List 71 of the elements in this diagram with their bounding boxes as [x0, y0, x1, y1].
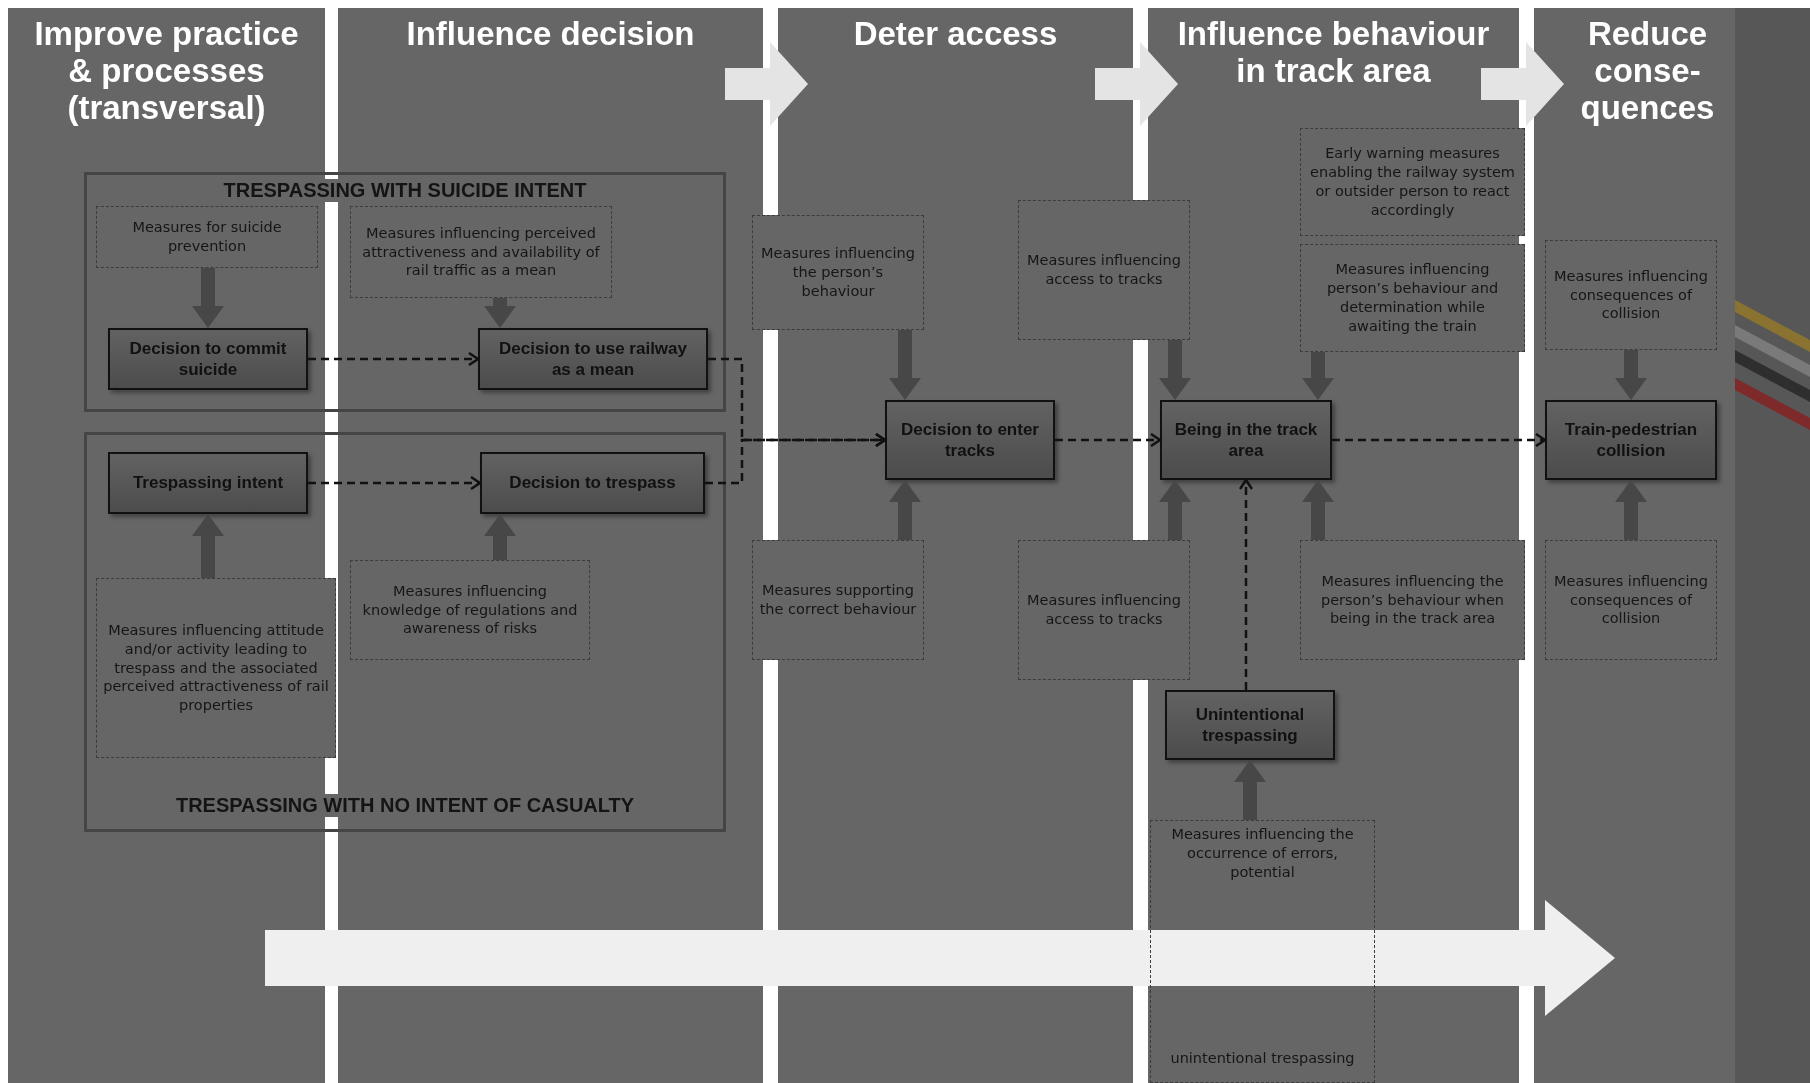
box-text: Measures for suicide prevention	[131, 218, 283, 256]
measure-box	[96, 206, 318, 268]
block-arrow	[1615, 480, 1647, 540]
dashed-arrow	[1055, 432, 1162, 448]
block-arrow	[889, 330, 921, 400]
column-heading: Reduce conse- quences	[1579, 16, 1716, 127]
measure-box	[96, 578, 336, 758]
process-box	[108, 452, 308, 514]
box-text: unintentional trespassing	[1170, 1049, 1355, 1068]
measure-box	[1150, 820, 1375, 1083]
process-box	[108, 328, 308, 390]
measure-box	[752, 215, 924, 330]
box-text: Measures influencing person’s behaviour and determination while awaiting the train	[1325, 260, 1500, 336]
dashed-arrow	[308, 475, 482, 491]
column-heading: Deter access	[852, 16, 1059, 53]
column-heading: Influence decision	[405, 16, 696, 53]
box-text: Train-pedestrian collision	[1563, 418, 1699, 462]
block-arrow	[889, 480, 921, 540]
dashed-arrow	[705, 432, 887, 485]
block-arrow	[192, 268, 224, 328]
measure-box	[1545, 540, 1717, 660]
box-text: Measures influencing the person’s behaviour	[760, 244, 916, 301]
box-text: Being in the track area	[1173, 418, 1319, 462]
block-arrow	[1302, 480, 1334, 540]
box-text: Decision to commit suicide	[128, 337, 288, 381]
measure-box	[1300, 244, 1525, 352]
box-text: Measures supporting the correct behaviour	[759, 581, 917, 619]
group-frame	[84, 432, 726, 832]
process-box	[1545, 400, 1717, 480]
block-arrow	[1302, 352, 1334, 400]
block-arrow	[1159, 480, 1191, 540]
box-text: Unintentional trespassing	[1194, 703, 1306, 747]
box-text: Early warning measures enabling the railway system or outsider person to react accordingly	[1309, 144, 1516, 220]
dashed-arrow	[308, 351, 480, 367]
process-box	[480, 452, 705, 514]
column-heading: Improve practice & processes (transversal)	[33, 16, 300, 127]
block-arrow	[484, 298, 516, 328]
block-arrow	[1615, 350, 1647, 400]
measure-box	[1018, 540, 1190, 680]
box-text: Decision to enter tracks	[900, 418, 1040, 462]
box-text: Measures influencing the person’s behaviour when being in the track area	[1319, 571, 1506, 629]
column-heading: Influence behaviour in track area	[1176, 16, 1491, 90]
box-text: Trespassing intent	[132, 472, 284, 494]
box-text: Measures influencing knowledge of regulations and awareness of risks	[361, 581, 579, 639]
block-arrow	[1234, 760, 1266, 820]
block-arrow	[192, 514, 224, 578]
process-box	[478, 328, 708, 390]
box-text: Measures influencing the occurrence of errors, potential	[1170, 825, 1355, 882]
box-text: Measures influencing attitude and/or activity leading to trespass and the associated perceived attractiveness of rail properties	[103, 620, 329, 716]
box-text: Measures influencing access to tracks	[1026, 591, 1182, 629]
measure-box	[752, 540, 924, 660]
box-text: Measures influencing access to tracks	[1026, 251, 1182, 289]
process-box	[885, 400, 1055, 480]
dashed-arrow	[1238, 478, 1254, 690]
box-text: Measures influencing perceived attractiveness and availability of rail traffic as a mean	[361, 223, 601, 281]
process-box	[1165, 690, 1335, 760]
box-text: Decision to use railway as a mean	[498, 337, 688, 381]
group-frame	[84, 172, 726, 412]
box-text: Measures influencing consequences of collision	[1553, 266, 1709, 324]
measure-box	[1018, 200, 1190, 340]
measure-box	[350, 206, 612, 298]
box-text: Decision to trespass	[509, 472, 676, 494]
measure-box	[1545, 240, 1717, 350]
block-arrow	[1159, 340, 1191, 400]
block-arrow	[484, 514, 516, 560]
dashed-arrow	[1332, 432, 1547, 448]
measure-box	[1300, 540, 1525, 660]
process-box	[1160, 400, 1332, 480]
measure-box	[350, 560, 590, 660]
box-text: Measures influencing consequences of collision	[1553, 571, 1709, 629]
measure-box	[1300, 128, 1525, 236]
